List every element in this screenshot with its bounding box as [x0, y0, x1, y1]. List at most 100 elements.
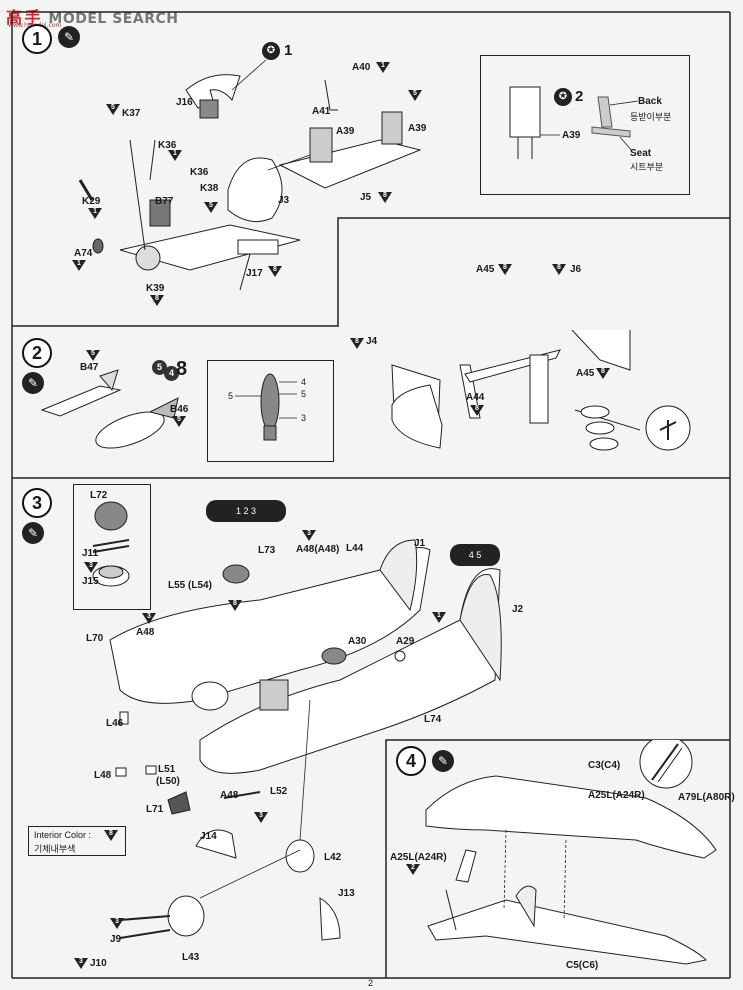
bomb-detail-drawing	[235, 373, 297, 441]
part-K38: K38	[200, 183, 219, 194]
inset-seat-korean: 시트부분	[630, 162, 664, 172]
part-L46: L46	[106, 718, 124, 729]
color-ref-8: 8	[596, 368, 610, 379]
part-A41: A41	[312, 106, 331, 117]
color-ref-8: 8	[350, 338, 364, 349]
part-J13: J13	[338, 888, 355, 899]
part-A74: A74	[74, 248, 93, 259]
part-J14: J14	[200, 831, 217, 842]
inset-back-korean: 등받이부분	[630, 112, 672, 122]
part-L72: L72	[90, 490, 108, 501]
reference-2-number: 2	[575, 88, 584, 105]
color-ref-5: 5	[106, 104, 120, 115]
part-A39: A39	[336, 126, 355, 137]
step-3-number: 3	[22, 488, 52, 518]
part-B46: B46	[170, 404, 189, 415]
glue-icon: ✎	[432, 750, 454, 772]
part-J6: J6	[570, 264, 582, 275]
part-L43: L43	[182, 952, 200, 963]
color-ref-1: 1	[72, 260, 86, 271]
color-ref-8: 8	[378, 192, 392, 203]
inset-back-label: Back	[638, 96, 662, 107]
star-reference-2: ✪	[554, 88, 572, 106]
interior-color-ref: 8	[104, 830, 118, 841]
color-ref-3: 3	[74, 958, 88, 969]
paint-ref-circles-right: 4 5	[450, 544, 500, 566]
part-A48-c: A48	[220, 790, 239, 801]
color-ref-8: 8	[150, 295, 164, 306]
color-ref-5: 5	[204, 202, 218, 213]
bomb-color-4: 4	[301, 377, 307, 387]
color-ref-3: 3	[110, 918, 124, 929]
part-A25L-A24R-b: A25L(A24R)	[390, 852, 447, 863]
part-B77: B77	[155, 196, 174, 207]
color-ref-8: 8	[470, 405, 484, 416]
part-J5: J5	[360, 192, 372, 203]
part-L52: L52	[270, 786, 288, 797]
part-A40: A40	[352, 62, 371, 73]
part-K29: K29	[82, 196, 101, 207]
star-reference-1: ✪	[262, 42, 280, 60]
part-J2: J2	[512, 604, 524, 615]
part-C3-C4: C3(C4)	[588, 760, 621, 771]
part-L55-L54: L55 (L54)	[168, 580, 212, 591]
color-ref-circle: 5	[152, 360, 167, 375]
interior-color-label: Interior Color :	[34, 830, 92, 840]
color-ref-2: 2	[406, 864, 420, 875]
color-ref-8-large: 8	[176, 358, 188, 380]
seat-detail-inset	[480, 55, 690, 195]
part-J16: J16	[176, 97, 193, 108]
reference-1-number: 1	[284, 42, 293, 59]
part-J10: J10	[90, 958, 107, 969]
part-L70: L70	[86, 633, 104, 644]
interior-color-box	[28, 826, 126, 856]
part-A48-A48: A48(A48)	[296, 544, 340, 555]
headrest-drawing	[92, 501, 130, 587]
inset-seat-label: Seat	[630, 148, 652, 159]
glue-icon: ✎	[58, 26, 80, 48]
bomb-detail-inset	[207, 360, 334, 462]
interior-color-korean: 기체내부색	[34, 844, 76, 854]
part-A30: A30	[348, 636, 367, 647]
seat-diagram	[509, 86, 639, 159]
glue-icon: ✎	[22, 372, 44, 394]
part-A79L-A80R: A79L(A80R)	[678, 792, 735, 803]
step-2-number: 2	[22, 338, 52, 368]
part-J4: J4	[366, 336, 378, 347]
color-ref-1: 1	[432, 612, 446, 623]
color-ref-3: 3	[142, 613, 156, 624]
part-J9: J9	[110, 934, 122, 945]
color-ref-8: 8	[228, 600, 242, 611]
bomb-color-5-left: 5	[228, 391, 234, 401]
page-number: 2	[368, 978, 374, 988]
paint-ref-circles-left: 1 2 3	[206, 500, 286, 522]
color-ref-8: 8	[268, 266, 282, 277]
part-K39: K39	[146, 283, 165, 294]
part-K37: K37	[122, 108, 141, 119]
part-L71: L71	[146, 804, 164, 815]
step-4-drawing	[425, 740, 717, 965]
part-L51: L51	[158, 764, 176, 775]
part-L44: L44	[346, 543, 364, 554]
step-1-number: 1	[22, 24, 52, 54]
part-A45-b: A45	[576, 368, 595, 379]
step-3-drawing	[109, 539, 502, 941]
color-ref-1: 1	[168, 150, 182, 161]
inset-part-A39: A39	[562, 130, 581, 141]
part-J11: J11	[82, 548, 99, 559]
part-L42: L42	[324, 852, 342, 863]
color-ref-8: 8	[552, 264, 566, 275]
part-A45: A45	[476, 264, 495, 275]
bomb-color-5: 5	[301, 389, 307, 399]
glue-icon: ✎	[22, 522, 44, 544]
color-ref-8: 8	[498, 264, 512, 275]
part-C5-C6: C5(C6)	[566, 960, 599, 971]
part-J15: J15	[82, 576, 99, 587]
color-ref-5: 5	[86, 350, 100, 361]
color-ref-1: 1	[88, 208, 102, 219]
color-ref-circle: 4	[164, 366, 179, 381]
part-A44: A44	[466, 392, 485, 403]
headrest-inset	[73, 484, 151, 610]
part-J3: J3	[278, 195, 290, 206]
